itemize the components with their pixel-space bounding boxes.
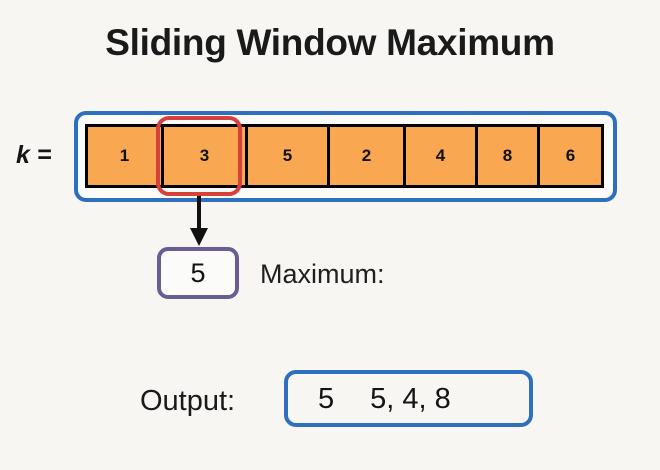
page-title: Sliding Window Maximum xyxy=(105,22,555,63)
arrow-down-icon xyxy=(182,196,216,248)
output-current-value: 5 xyxy=(318,382,335,415)
output-label: Output: xyxy=(140,385,236,417)
array-cell: 2 xyxy=(330,127,406,185)
k-parameter-label: k = xyxy=(16,141,52,169)
array-cell: 8 xyxy=(478,127,540,185)
sliding-window-highlight xyxy=(156,116,242,196)
array-cell: 4 xyxy=(406,127,478,185)
array-cell: 6 xyxy=(540,127,601,185)
output-box: 5 5, 4, 8 xyxy=(284,370,533,427)
array-cell: 3 xyxy=(164,127,248,185)
output-sequence: 5, 4, 8 xyxy=(370,382,451,415)
array-cell: 5 xyxy=(248,127,330,185)
maximum-value-box: 5 xyxy=(157,247,239,299)
array-cell: 1 xyxy=(88,127,164,185)
maximum-label: Maximum: xyxy=(260,259,385,289)
